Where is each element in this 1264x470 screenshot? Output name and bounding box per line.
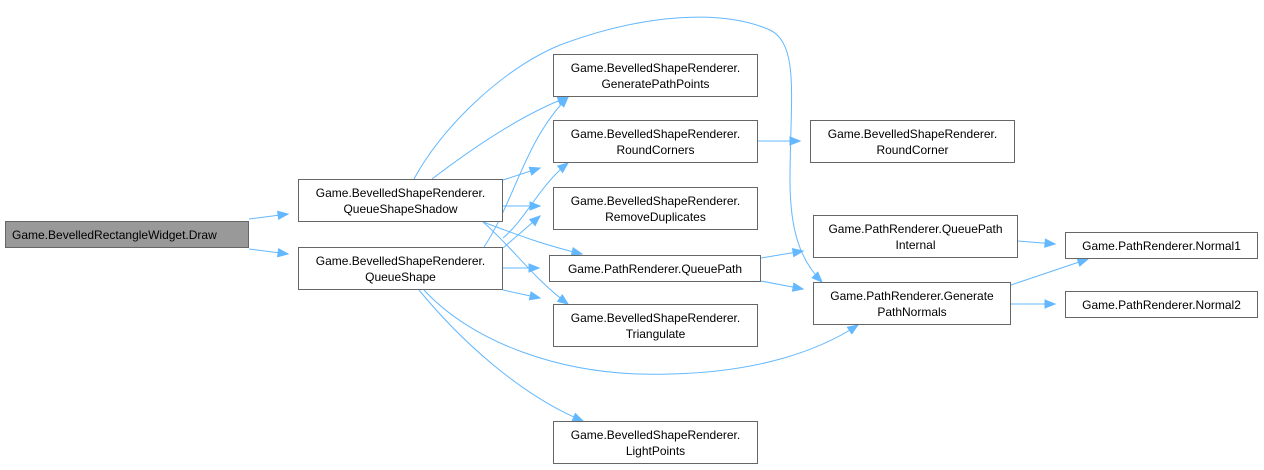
edge-qss-qp (482, 221, 584, 257)
node-light-points[interactable]: Game.BevelledShapeRenderer. LightPoints (553, 421, 758, 464)
node-label-line-1: Game.BevelledShapeRenderer. (570, 310, 741, 325)
node-bevelled-rectangle-widget-draw[interactable]: Game.BevelledRectangleWidget.Draw (5, 221, 249, 248)
node-round-corner[interactable]: Game.BevelledShapeRenderer. RoundCorner (810, 120, 1015, 163)
edge-qss-gpn (413, 16, 823, 283)
node-label-line-2: QueueShape (365, 269, 436, 284)
edge-arrowhead (1044, 299, 1057, 309)
edge-arrowhead (571, 412, 585, 422)
node-label-line-1: Game.BevelledShapeRenderer. (315, 185, 486, 200)
edge-line (1010, 258, 1089, 286)
edge-line (423, 289, 859, 375)
node-label-line-1: Game.BevelledShapeRenderer. (315, 253, 486, 268)
node-label-line-2: PathNormals (877, 304, 947, 319)
node-label-line-1: Game.PathRenderer.Generate (830, 288, 994, 303)
edge-arrowhead (528, 166, 542, 176)
edge-arrowhead (529, 201, 542, 211)
node-triangulate[interactable]: Game.BevelledShapeRenderer. Triangulate (553, 304, 758, 347)
node-label-line-1: Game.BevelledShapeRenderer. (570, 427, 741, 442)
edge-line (431, 96, 569, 180)
edge-qs-rd (502, 215, 542, 249)
edge-line (482, 221, 569, 305)
node-label-line-1: Game.PathRenderer.QueuePath (828, 221, 1003, 236)
edge-qs-qp (503, 263, 541, 273)
node-label-line-1: Game.PathRenderer.QueuePath (567, 261, 743, 276)
edge-arrowhead (846, 324, 860, 335)
edge-qp-qpi (760, 248, 805, 259)
edge-line (418, 289, 584, 422)
node-queue-shape[interactable]: Game.BevelledShapeRenderer. QueueShape (298, 247, 503, 290)
node-generate-path-points[interactable]: Game.BevelledShapeRenderer. GeneratePath… (553, 54, 758, 97)
node-label-line-1: Game.BevelledShapeRenderer. (570, 126, 741, 141)
node-label-line-2: RemoveDuplicates (605, 209, 706, 224)
node-remove-duplicates[interactable]: Game.BevelledShapeRenderer. RemoveDuplic… (553, 187, 758, 230)
edge-arrowhead (556, 162, 570, 174)
edge-gpn-n1 (1010, 257, 1090, 286)
edge-qss-gpp (431, 96, 570, 180)
node-label-line-2: Internal (895, 237, 936, 252)
edge-qs-lp (418, 289, 585, 422)
node-label-line-2: GeneratePathPoints (601, 76, 710, 91)
edge-line (502, 162, 569, 239)
edge-arrowhead (528, 291, 542, 301)
node-label-line-1: Game.PathRenderer.Normal2 (1082, 297, 1241, 312)
node-label-line-2: Triangulate (625, 326, 686, 341)
edge-qs-tri (502, 289, 542, 301)
edge-gpn-n2 (1011, 299, 1057, 309)
edge-rcs-rc (758, 136, 802, 146)
edge-arrowhead (528, 215, 542, 227)
edge-arrowhead (570, 246, 584, 257)
edge-qss-tri (482, 221, 570, 305)
node-label-line-1: Game.BevelledRectangleWidget.Draw (12, 227, 217, 242)
node-label-line-1: Game.BevelledShapeRenderer. (570, 193, 741, 208)
edge-line (483, 96, 569, 248)
node-normal2[interactable]: Game.PathRenderer.Normal2 (1065, 291, 1258, 318)
node-generate-path-normals[interactable]: Game.PathRenderer.Generate PathNormals (813, 282, 1011, 325)
node-label-line-1: Game.BevelledShapeRenderer. (827, 126, 998, 141)
node-label-line-1: Game.PathRenderer.Normal1 (1082, 238, 1241, 253)
edge-arrowhead (791, 282, 805, 292)
edge-draw-qs (248, 248, 290, 258)
node-queue-path[interactable]: Game.PathRenderer.QueuePath (549, 255, 761, 282)
edge-qss-rd (503, 201, 542, 211)
edge-arrowhead (557, 96, 569, 108)
node-label-line-2: QueueShapeShadow (343, 201, 458, 216)
edge-qpi-n1 (1017, 238, 1057, 248)
edge-arrowhead (791, 248, 805, 258)
node-label-line-2: RoundCorner (876, 142, 949, 157)
edge-arrowhead (528, 263, 541, 273)
node-round-corners[interactable]: Game.BevelledShapeRenderer. RoundCorners (553, 120, 758, 163)
node-label-line-2: RoundCorners (616, 142, 695, 157)
edge-arrowhead (789, 136, 802, 146)
edge-qs-gpn (423, 289, 860, 375)
edge-arrowhead (277, 248, 290, 258)
edge-line (482, 221, 583, 255)
edge-qp-gpn (760, 280, 805, 292)
node-normal1[interactable]: Game.PathRenderer.Normal1 (1065, 232, 1258, 259)
node-queue-path-internal[interactable]: Game.PathRenderer.QueuePath Internal (813, 215, 1018, 258)
node-label-line-2: LightPoints (625, 443, 686, 458)
edge-arrowhead (556, 294, 570, 305)
edge-line (413, 16, 823, 283)
edge-arrowhead (811, 271, 823, 283)
node-queue-shape-shadow[interactable]: Game.BevelledShapeRenderer. QueueShapeSh… (298, 179, 503, 222)
edge-qs-rcs (502, 162, 570, 239)
node-label-line-1: Game.BevelledShapeRenderer. (570, 60, 741, 75)
edge-arrowhead (277, 210, 290, 220)
edge-qs-gpp (483, 96, 569, 248)
edge-draw-qss (248, 210, 290, 220)
edge-arrowhead (1076, 257, 1090, 267)
edge-qss-rcs (502, 166, 542, 181)
edge-arrowhead (1044, 238, 1057, 248)
